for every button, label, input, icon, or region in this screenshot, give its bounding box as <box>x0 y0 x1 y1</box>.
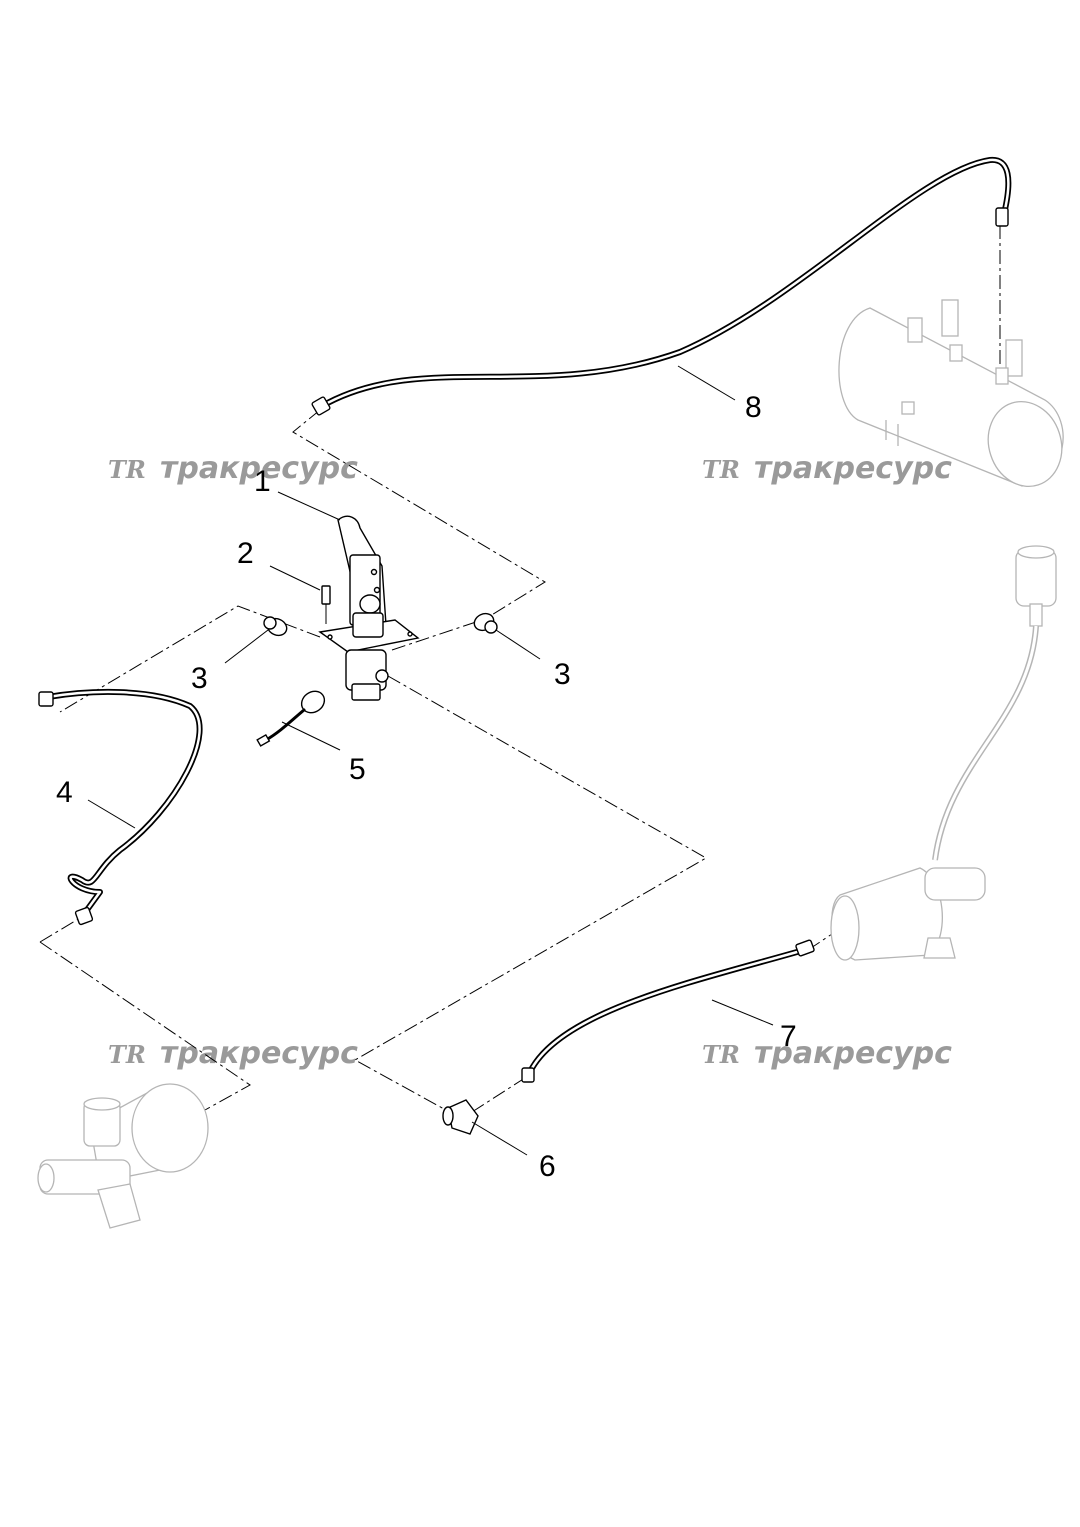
watermark-logo: TR <box>702 1040 740 1069</box>
watermark-logo: TR <box>108 455 146 484</box>
watermark-text: тракресурс <box>160 451 358 486</box>
callout-5: 5 <box>349 753 366 786</box>
watermark-bottom-left: TR тракресурс <box>108 1036 358 1071</box>
hose-8 <box>311 156 1012 416</box>
elbow-fitting <box>442 1099 479 1135</box>
watermark-top-right: TR тракресурс <box>702 451 952 486</box>
fitting-left <box>263 616 288 637</box>
brake-valve <box>318 515 420 701</box>
callouts: 1 2 3 3 4 5 6 7 8 <box>56 391 797 1183</box>
watermark-logo: TR <box>702 455 740 484</box>
callout-2: 2 <box>237 537 254 570</box>
watermark-logo: TR <box>108 1040 146 1069</box>
air-tank <box>838 299 1064 488</box>
fitting-right <box>473 612 498 634</box>
watermark-text: тракресурс <box>754 1036 952 1071</box>
hose-7 <box>521 939 815 1083</box>
callout-4: 4 <box>56 776 73 809</box>
watermark-top-left: TR тракресурс <box>108 451 358 486</box>
watermark-text: тракресурс <box>160 1036 358 1071</box>
reservoir-cylinder <box>830 545 1057 961</box>
callout-6: 6 <box>539 1150 556 1183</box>
callout-3-left: 3 <box>191 662 208 695</box>
leader-lines <box>87 365 774 1156</box>
callout-8: 8 <box>745 391 762 424</box>
hose-4 <box>38 688 203 926</box>
callout-7: 7 <box>780 1020 797 1053</box>
master-cylinder <box>37 1083 209 1229</box>
pressure-sensor <box>256 690 326 747</box>
callout-3-right: 3 <box>554 658 571 691</box>
watermark-text: тракресурс <box>754 451 952 486</box>
callout-1: 1 <box>254 465 271 498</box>
watermark-bottom-right: TR тракресурс <box>702 1036 952 1071</box>
bolt <box>321 585 331 624</box>
